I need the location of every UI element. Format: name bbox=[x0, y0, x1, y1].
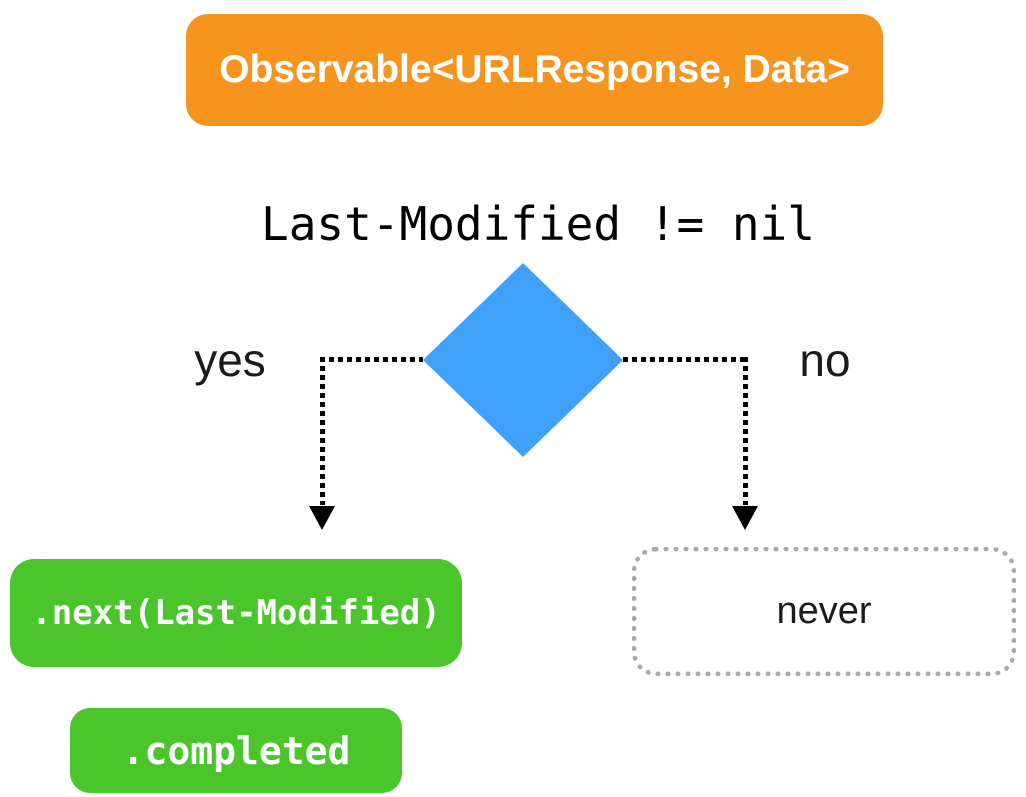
no-edge-vertical-line bbox=[743, 357, 748, 505]
never-outcome-box: never bbox=[632, 547, 1016, 676]
no-edge-horizontal-line bbox=[623, 357, 748, 362]
completed-event-label: .completed bbox=[121, 728, 351, 773]
never-outcome-label: never bbox=[776, 590, 872, 632]
observable-source-box: Observable<URLResponse, Data> bbox=[186, 14, 883, 126]
completed-event-box: .completed bbox=[70, 708, 402, 793]
no-edge-arrowhead-icon bbox=[732, 506, 758, 530]
no-branch-label: no bbox=[799, 334, 851, 386]
yes-branch-label: yes bbox=[194, 334, 266, 386]
observable-source-label: Observable<URLResponse, Data> bbox=[219, 48, 850, 91]
next-event-label: .next(Last-Modified) bbox=[31, 593, 441, 633]
yes-edge-arrowhead-icon bbox=[309, 506, 335, 530]
yes-edge-horizontal-line bbox=[320, 357, 423, 362]
decision-diamond bbox=[423, 263, 623, 457]
next-event-box: .next(Last-Modified) bbox=[10, 559, 462, 667]
yes-edge-vertical-line bbox=[320, 357, 325, 505]
condition-text: Last-Modified != nil bbox=[261, 197, 815, 251]
